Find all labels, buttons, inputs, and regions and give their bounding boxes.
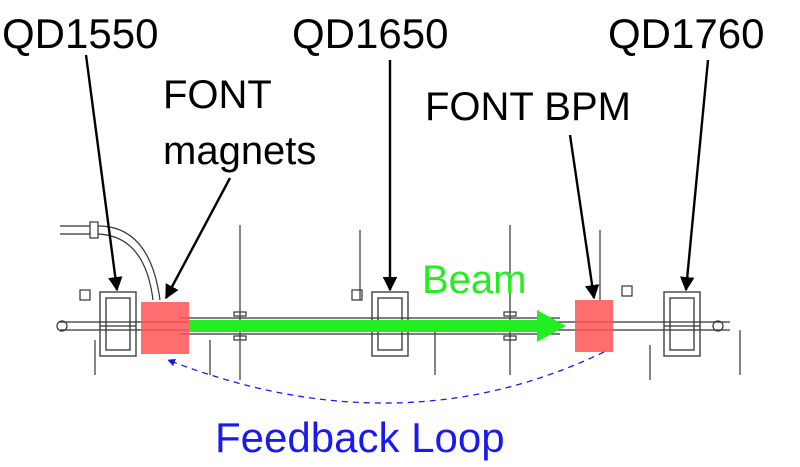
beam-arrow xyxy=(189,310,566,342)
font-magnets-box xyxy=(141,302,189,354)
font-bpm-pointer xyxy=(568,134,600,300)
label-font-bpm: FONT BPM xyxy=(425,85,631,129)
qd1550-pointer xyxy=(84,54,123,292)
label-font-magnets-line2: magnets xyxy=(163,129,316,173)
label-qd1760: QD1760 xyxy=(608,10,764,57)
label-qd1550: QD1550 xyxy=(2,10,158,57)
qd1760-pointer xyxy=(680,59,710,292)
label-feedback-loop: Feedback Loop xyxy=(215,414,505,461)
label-beam: Beam xyxy=(422,258,527,302)
pointer-arrows xyxy=(84,54,710,300)
font-bpm-box xyxy=(575,300,613,352)
quadrupole-qd1760 xyxy=(663,291,701,357)
feedback-loop-arrow xyxy=(167,351,605,404)
label-font-magnets-line1: FONT xyxy=(163,73,272,117)
font-magnets-pointer xyxy=(164,177,232,300)
label-qd1650: QD1650 xyxy=(292,10,448,57)
quadrupole-qd1550 xyxy=(99,291,137,357)
